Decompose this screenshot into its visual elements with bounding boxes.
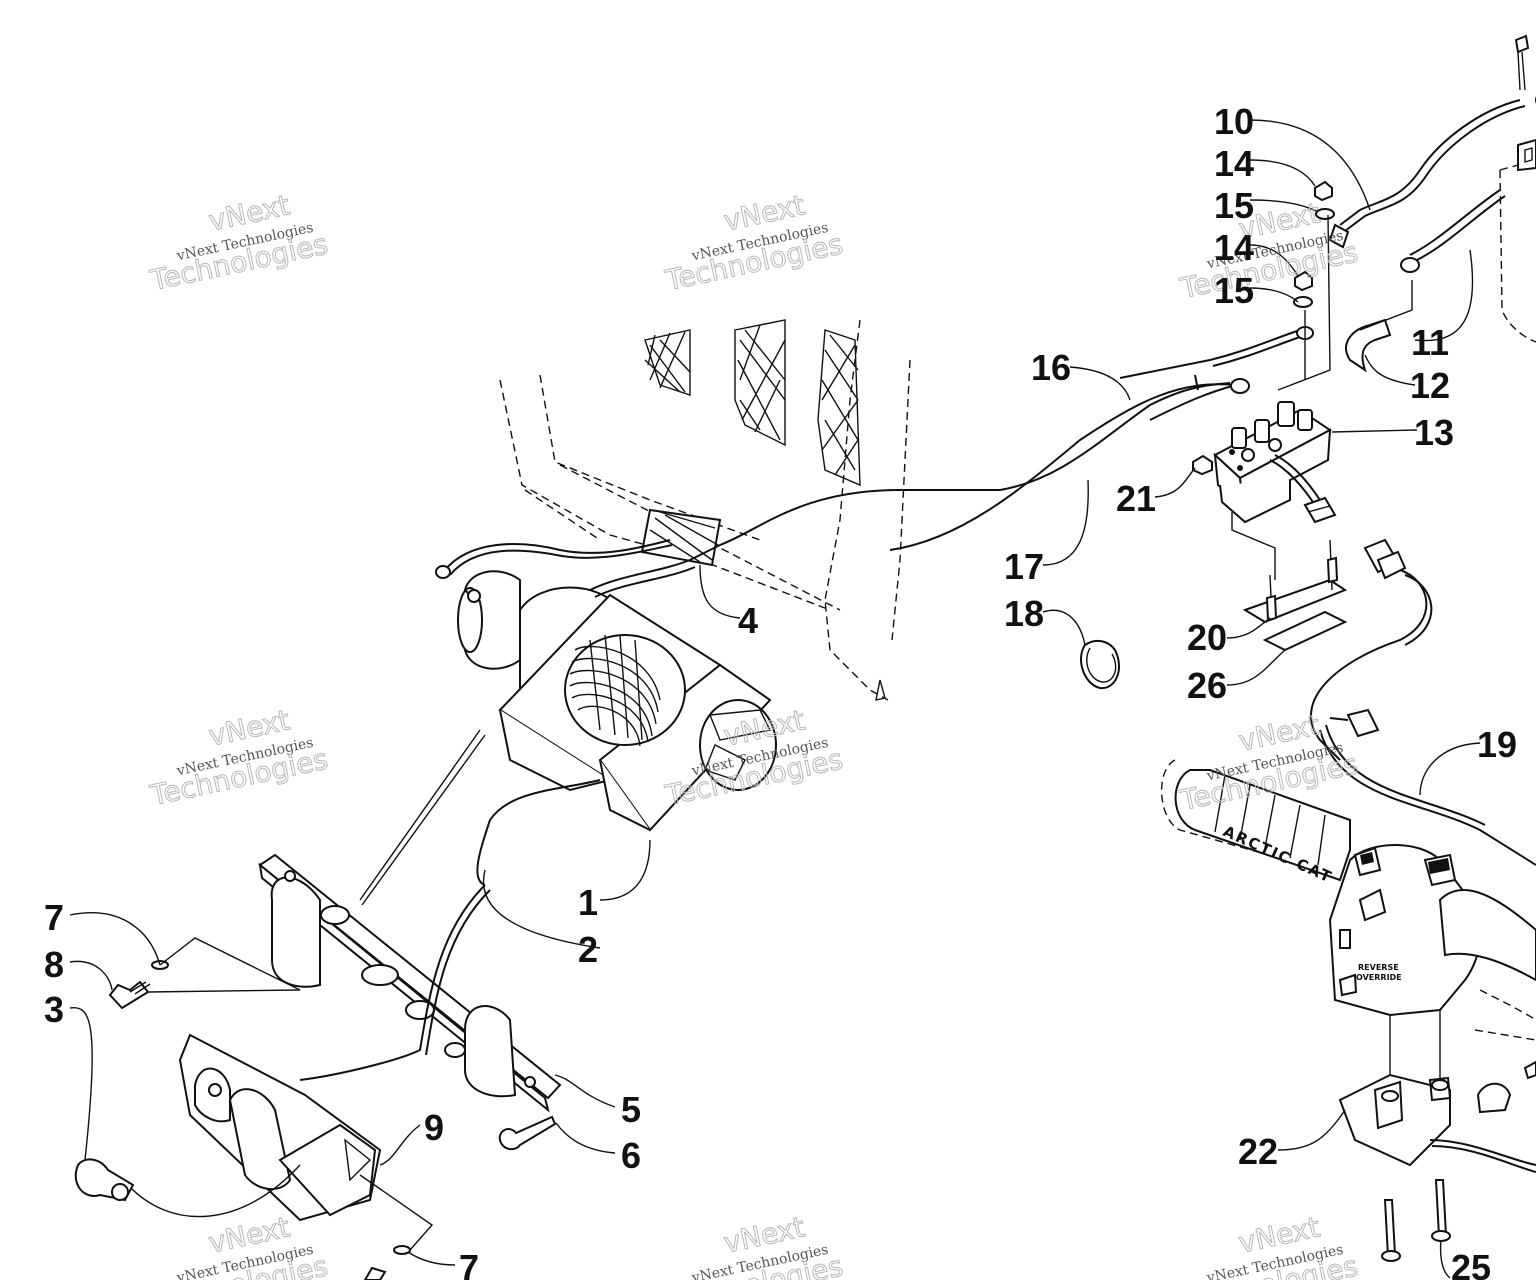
grille-vents <box>644 319 861 487</box>
callout-number: 13 <box>1414 412 1454 453</box>
battery-box <box>1499 138 1536 343</box>
callout-number: 26 <box>1187 665 1227 706</box>
callout-number: 3 <box>44 989 64 1030</box>
winch-assembly <box>457 570 777 832</box>
callout-number: 21 <box>1116 478 1156 519</box>
fairlead-roller <box>178 1033 382 1222</box>
callout-number: 19 <box>1477 724 1517 765</box>
winch-cable-hook <box>74 779 601 1218</box>
nuts-and-washers <box>1192 180 1335 476</box>
callout-number: 15 <box>1214 270 1254 311</box>
callout-number: 7 <box>459 1247 479 1280</box>
winch-power-leads <box>435 374 1236 598</box>
throttle-housing-switch: REVERSE OVERRIDE <box>1328 844 1536 1041</box>
callout-number: 25 <box>1451 1247 1491 1280</box>
callout-number: 17 <box>1004 546 1044 587</box>
callout-number: 14 <box>1214 227 1254 268</box>
callout-number: 18 <box>1004 593 1044 634</box>
callout-number: 8 <box>44 944 64 985</box>
leader-lines-left <box>69 564 741 1266</box>
callout-number: 11 <box>1411 322 1449 363</box>
callout-number: 5 <box>621 1089 641 1130</box>
callout-number: 4 <box>738 600 758 641</box>
battery-cables <box>1119 34 1536 421</box>
callout-number: 15 <box>1214 185 1254 226</box>
callout-number: 16 <box>1031 347 1071 388</box>
callout-number: 9 <box>424 1107 444 1148</box>
fairlead-plate-label <box>640 508 722 567</box>
solenoid-mount-bracket <box>1231 512 1348 652</box>
callout-number: 2 <box>578 929 598 970</box>
callout-number: 20 <box>1187 617 1227 658</box>
fasteners-left <box>108 960 557 1280</box>
winch-solenoid <box>1213 401 1337 524</box>
control-switch-harness <box>1310 538 1536 866</box>
leader-lines-right <box>1042 119 1481 1279</box>
winch-cable-drum <box>569 634 661 747</box>
switch-label-line2: OVERRIDE <box>1356 973 1402 982</box>
callout-number: 10 <box>1214 101 1254 142</box>
switch-label-line1: REVERSE <box>1358 963 1399 972</box>
callout-number: 7 <box>44 897 64 938</box>
cable-clamp <box>1080 639 1120 690</box>
callout-number: 14 <box>1214 143 1254 184</box>
callout-labels: 1234567897101415141511121316211718202619… <box>44 101 1517 1280</box>
callout-number: 6 <box>621 1135 641 1176</box>
callout-number: 12 <box>1410 365 1450 406</box>
callout-number: 1 <box>578 882 598 923</box>
callout-number: 22 <box>1238 1131 1278 1172</box>
switch-mount-bracket <box>1338 1010 1536 1262</box>
winch-mount-plate <box>258 729 562 1113</box>
